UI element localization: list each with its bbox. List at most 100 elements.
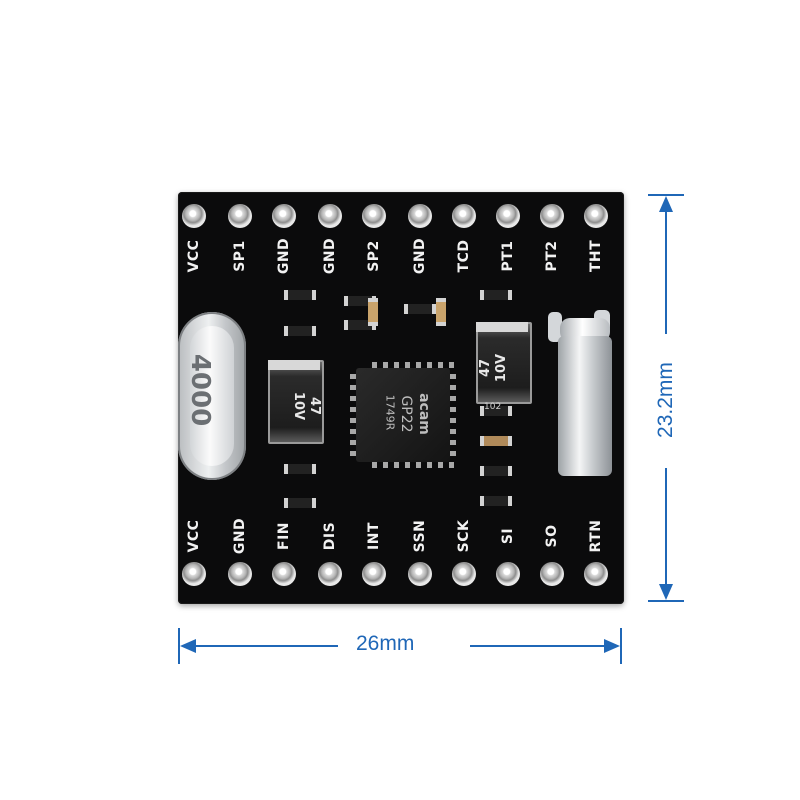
pin-label-bottom: SSN [412,519,428,553]
pin-pad-top-7 [496,204,520,228]
capacitor-right-value: 47 [478,358,493,378]
pin-pad-bottom-6 [452,562,476,586]
smd-resistor [284,290,316,300]
smd-capacitor [436,298,446,326]
chip-pin [372,462,377,468]
pin-label-top: VCC [186,239,202,273]
pin-label-top: THT [588,239,604,273]
pin-label-bottom: GND [232,517,248,555]
arrow-up-icon [659,196,673,212]
chip-pin [438,362,443,368]
pin-pad-top-3 [318,204,342,228]
pin-pad-top-1 [228,204,252,228]
height-dimension-tick-top [648,194,684,196]
width-dimension-tick-left [178,628,180,664]
pin-label-top: GND [276,237,292,275]
height-dimension-line-top [665,210,667,334]
chip-pin [350,407,356,412]
chip-pin [427,462,432,468]
chip-pin [450,407,456,412]
chip-brand: acam [416,393,432,435]
capacitor-left-value: 47 [307,396,322,416]
pin-label-bottom: RTN [588,519,604,553]
height-dimension-tick-bottom [648,600,684,602]
chip-pin [416,362,421,368]
chip-pin [405,362,410,368]
capacitor-left-voltage: 10V [291,391,306,421]
smd-resistor [480,496,512,506]
pin-label-bottom: DIS [322,521,338,551]
pin-pad-bottom-2 [272,562,296,586]
chip-pin [350,374,356,379]
width-dimension-line-left [194,645,338,647]
pin-pad-top-5 [408,204,432,228]
pin-label-bottom: INT [366,522,382,550]
pin-pad-bottom-5 [408,562,432,586]
pin-pad-top-6 [452,204,476,228]
chip-pin [438,462,443,468]
smd-resistor [480,406,512,416]
pin-label-top: PT2 [544,240,560,272]
pin-pad-bottom-4 [362,562,386,586]
smd-resistor [284,326,316,336]
pin-label-bottom: SCK [456,519,472,553]
arrow-right-icon [604,639,620,653]
chip-model: GP22 [398,395,414,433]
pin-pad-bottom-7 [496,562,520,586]
pin-pad-top-4 [362,204,386,228]
capacitor-right-voltage: 10V [494,353,509,383]
pin-label-top: SP1 [232,240,248,272]
chip-pin [394,362,399,368]
chip-pin [450,396,456,401]
chip-pin [450,385,456,390]
crystal-label: 4000 [185,353,215,427]
pin-label-top: PT1 [500,240,516,272]
smd-capacitor [368,298,378,326]
pin-label-top: GND [412,237,428,275]
chip-pin [350,396,356,401]
chip-pin [450,451,456,456]
width-dimension-line-right [470,645,604,647]
pin-label-bottom: VCC [186,519,202,553]
chip-pin [427,362,432,368]
pin-pad-bottom-8 [540,562,564,586]
pin-pad-bottom-1 [228,562,252,586]
pin-pad-bottom-9 [584,562,608,586]
crystal-oscillator-face [190,326,234,466]
pin-pad-top-9 [584,204,608,228]
width-dimension-tick-right [620,628,622,664]
smd-resistor [480,466,512,476]
chip-pin [350,418,356,423]
chip-pin [350,385,356,390]
width-label: 26mm [356,632,415,655]
capacitor-right: 47 10V [476,322,532,404]
smd-resistor [404,304,436,314]
chip-pin [350,451,356,456]
pin-label-top: GND [322,237,338,275]
pin-label-bottom: FIN [276,522,292,550]
pin-label-bottom: SI [500,527,516,545]
chip-pin [394,462,399,468]
component-lead [548,312,562,342]
pin-pad-bottom-3 [318,562,342,586]
chip-pin [450,374,456,379]
pin-pad-top-0 [182,204,206,228]
chip-pin [383,362,388,368]
chip-pin [449,362,454,368]
capacitor-left: 47 10V [268,360,324,444]
smd-resistor [480,290,512,300]
chip-pin [350,429,356,434]
pin-label-top: TCD [456,239,472,273]
cylinder-component [558,336,612,476]
resistor-label: 102 [484,402,502,412]
chip-pin [449,462,454,468]
pin-label-top: SP2 [366,240,382,272]
smd-resistor [284,464,316,474]
smd-capacitor [480,436,512,446]
chip-code: 1749R [383,394,397,431]
pin-pad-top-2 [272,204,296,228]
chip-pin [405,462,410,468]
arrow-left-icon [180,639,196,653]
height-dimension-line-bottom [665,468,667,584]
chip-pin [416,462,421,468]
